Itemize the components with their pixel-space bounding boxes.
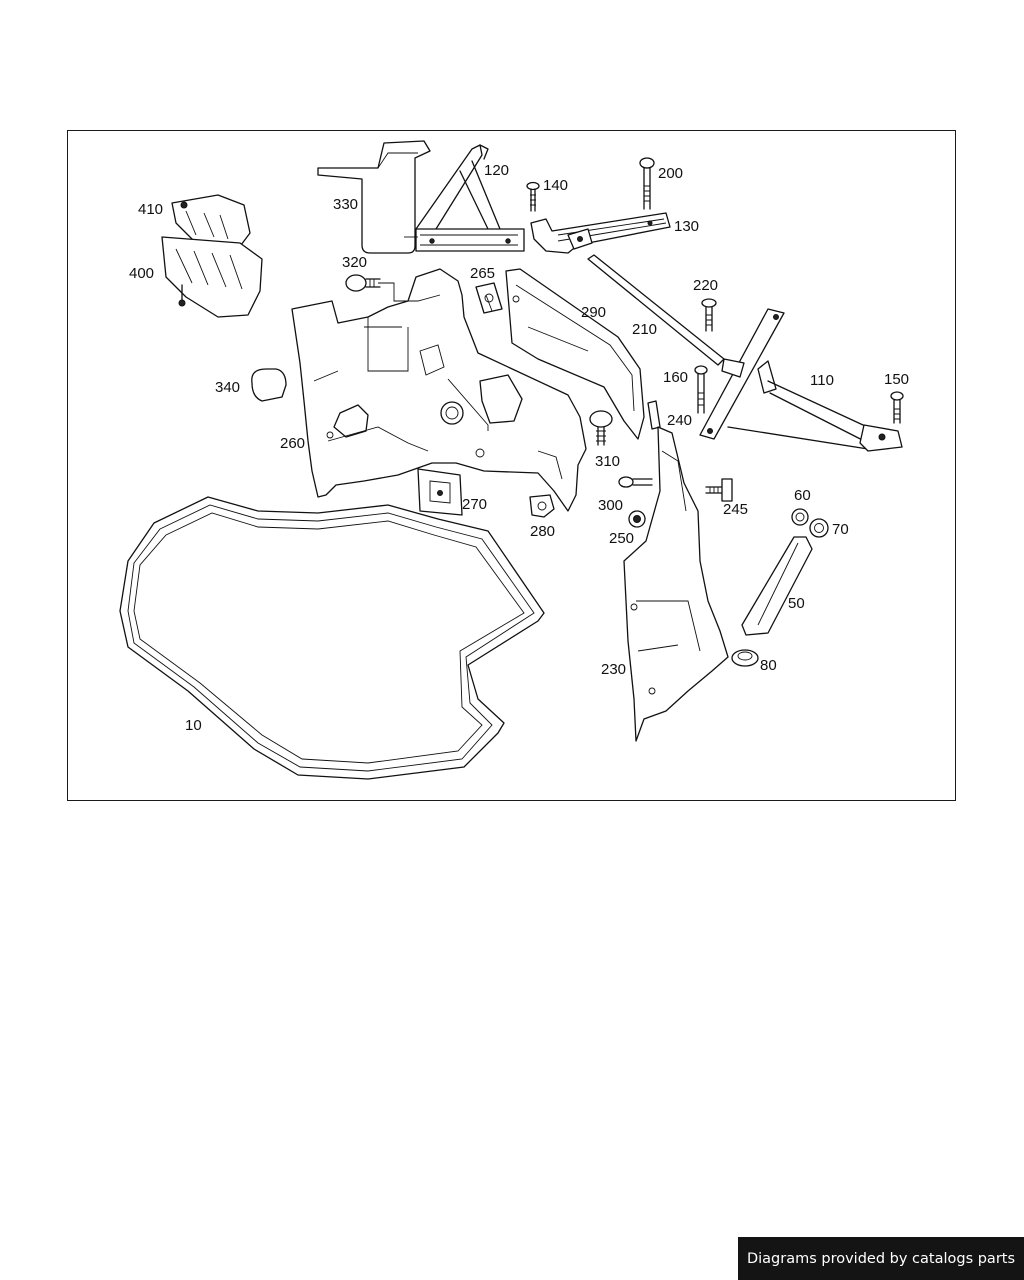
- credit-banner: Diagrams provided by catalogs parts: [738, 1237, 1024, 1280]
- part-50-strip: [741, 536, 813, 636]
- leader-lines: [378, 236, 493, 431]
- callout-270: 270: [462, 496, 487, 513]
- part-300-bolt: [618, 476, 653, 488]
- callout-220: 220: [693, 277, 718, 294]
- callout-80: 80: [760, 657, 777, 674]
- part-70-washer: [809, 518, 829, 538]
- part-150-bolt: [890, 391, 904, 424]
- callout-110: 110: [810, 372, 834, 389]
- part-265-clip: [475, 282, 503, 314]
- callout-160: 160: [663, 369, 688, 386]
- part-230-side-panel: [623, 426, 729, 742]
- callout-120: 120: [484, 162, 509, 179]
- callout-230: 230: [601, 661, 626, 678]
- part-400-bracket: [161, 236, 263, 318]
- parts-diagram: 10 50 60 70 80 110 120 130 140 150 160 2…: [119, 140, 909, 780]
- part-220-bolt: [701, 298, 717, 332]
- part-200-bolt: [639, 157, 655, 210]
- part-140-bolt: [526, 181, 540, 212]
- part-160-bolt: [694, 365, 708, 414]
- part-10-seal: [119, 496, 545, 780]
- part-270-plate: [417, 468, 463, 516]
- callout-50: 50: [788, 595, 805, 612]
- part-260-trunk-lining: [291, 268, 587, 512]
- callout-300: 300: [598, 497, 623, 514]
- part-60-washer: [791, 508, 809, 526]
- credit-text: Diagrams provided by catalogs parts: [746, 1250, 1016, 1267]
- callout-240: 240: [667, 412, 692, 429]
- callout-70: 70: [832, 521, 849, 538]
- callout-labels: 10 50 60 70 80 110 120 130 140 150 160 2…: [129, 162, 909, 734]
- part-410-bracket: [171, 194, 251, 250]
- part-130-rail: [530, 212, 671, 254]
- callout-200: 200: [658, 165, 683, 182]
- callout-410: 410: [138, 201, 163, 218]
- part-250-nut: [628, 510, 646, 528]
- callout-290: 290: [581, 304, 606, 321]
- part-290-cover: [505, 268, 645, 440]
- callout-330: 330: [333, 196, 358, 213]
- part-330-trim-panel: [317, 140, 431, 254]
- part-310-push-clip: [589, 410, 613, 446]
- callout-320: 320: [342, 254, 367, 271]
- callout-250: 250: [609, 530, 634, 547]
- callout-310: 310: [595, 453, 620, 470]
- callout-245: 245: [723, 501, 748, 518]
- callout-280: 280: [530, 523, 555, 540]
- part-110-strut-brace: [699, 308, 903, 452]
- part-80-plug: [731, 649, 759, 667]
- callout-340: 340: [215, 379, 240, 396]
- callout-150: 150: [884, 371, 909, 388]
- callout-210: 210: [632, 321, 657, 338]
- callout-60: 60: [794, 487, 811, 504]
- part-240-clip: [647, 400, 661, 430]
- callout-400: 400: [129, 265, 154, 282]
- callout-265: 265: [470, 265, 495, 282]
- parts-diagram-frame: 10 50 60 70 80 110 120 130 140 150 160 2…: [67, 130, 956, 801]
- callout-130: 130: [674, 218, 699, 235]
- part-320-push-rivet: [345, 274, 381, 292]
- callout-140: 140: [543, 177, 568, 194]
- part-245-stud: [705, 478, 733, 502]
- callout-260: 260: [280, 435, 305, 452]
- part-120-bracket: [415, 144, 525, 252]
- part-280-grommet: [529, 494, 555, 518]
- part-340-cap: [251, 368, 287, 402]
- callout-10: 10: [185, 717, 202, 734]
